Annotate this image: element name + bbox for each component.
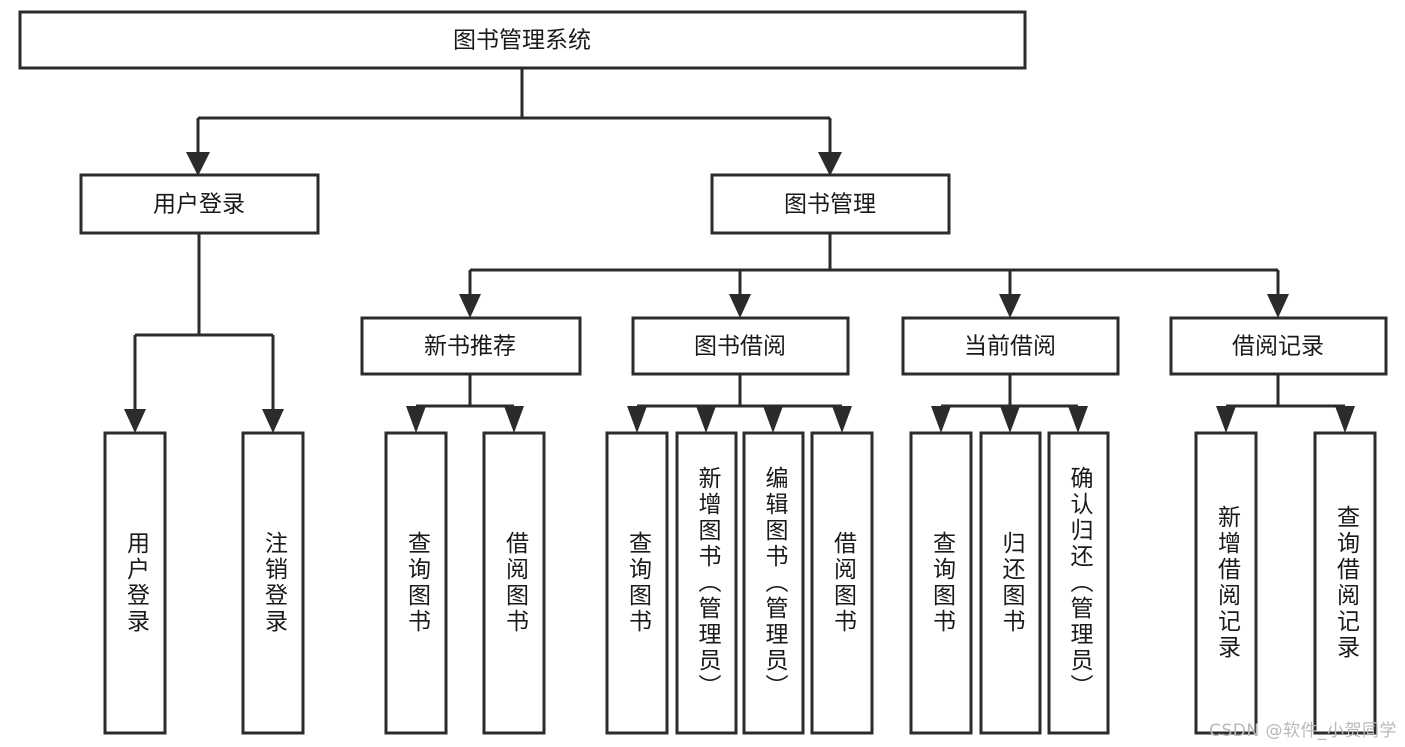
connectors-book-borrow-to-leaves <box>627 374 852 433</box>
leaf-box-add-book[interactable] <box>675 431 738 735</box>
arrowhead-book-manage <box>818 152 842 176</box>
leaf-box-query-book-2[interactable] <box>605 431 669 735</box>
arrowhead-leaf-add-record <box>1216 406 1236 433</box>
node-root-box[interactable] <box>18 10 1027 70</box>
leaf-box-query-book-3[interactable] <box>909 431 973 735</box>
leaf-box-logout[interactable] <box>241 431 305 735</box>
arrowhead-leaf-borrow-book-1 <box>504 406 524 433</box>
connectors-user-login-to-leaves <box>124 233 284 433</box>
arrowhead-leaf-edit-book <box>763 406 783 433</box>
leaf-boxes-user-login <box>103 431 305 735</box>
node-new-book-recommend-box[interactable] <box>360 316 582 376</box>
csdn-watermark: CSDN @软件_小贺同学 <box>1209 721 1397 741</box>
node-book-manage[interactable]: 图书管理 <box>710 173 951 235</box>
arrowhead-leaf-confirm-return <box>1068 406 1088 433</box>
node-user-login-label: 用户登录 <box>153 192 245 218</box>
arrowhead-leaf-add-book <box>696 406 716 433</box>
leaf-box-borrow-book-2[interactable] <box>810 431 874 735</box>
leaf-box-return-book[interactable] <box>979 431 1042 735</box>
arrowhead-leaf-query-record <box>1335 406 1355 433</box>
arrowhead-leaf-query-book-3 <box>931 406 951 433</box>
node-book-borrow-label: 图书借阅 <box>694 334 786 360</box>
leaf-boxes-new-book-recommend <box>384 431 546 735</box>
connectors-book-manage-to-level3 <box>459 233 1289 318</box>
node-book-borrow[interactable]: 图书借阅 <box>631 316 850 376</box>
leaf-box-borrow-book-1[interactable] <box>482 431 546 735</box>
connectors-current-borrow-to-leaves <box>931 374 1088 433</box>
leaf-boxes-book-borrow <box>605 431 874 735</box>
arrowhead-user-login <box>186 152 210 176</box>
connectors-borrow-record-to-leaves <box>1216 374 1355 433</box>
node-book-manage-box[interactable] <box>710 173 951 235</box>
arrowhead-new-book <box>459 294 481 318</box>
arrowhead-leaf-return-book <box>1000 406 1020 433</box>
connectors-root-to-level2 <box>186 68 842 176</box>
leaf-box-query-book-1[interactable] <box>384 431 448 735</box>
node-user-login[interactable]: 用户登录 <box>79 173 320 235</box>
arrowhead-borrow-record <box>1267 294 1289 318</box>
arrowhead-leaf-user-login <box>124 409 146 433</box>
node-borrow-record-label: 借阅记录 <box>1232 334 1324 360</box>
leaf-box-user-login[interactable] <box>103 431 167 735</box>
node-new-book-recommend[interactable]: 新书推荐 <box>360 316 582 376</box>
arrowhead-leaf-logout <box>262 409 284 433</box>
arrowhead-book-borrow <box>729 294 751 318</box>
leaf-boxes-current-borrow <box>909 431 1110 735</box>
leaf-box-add-record[interactable] <box>1194 431 1258 735</box>
arrowhead-leaf-query-book-1 <box>406 406 426 433</box>
node-current-borrow[interactable]: 当前借阅 <box>901 316 1120 376</box>
node-borrow-record[interactable]: 借阅记录 <box>1169 316 1388 376</box>
node-current-borrow-label: 当前借阅 <box>964 334 1056 360</box>
leaf-box-confirm-return[interactable] <box>1047 431 1110 735</box>
leaf-boxes-borrow-record <box>1194 431 1377 735</box>
node-book-borrow-box[interactable] <box>631 316 850 376</box>
node-root-label: 图书管理系统 <box>453 28 591 54</box>
node-borrow-record-box[interactable] <box>1169 316 1388 376</box>
arrowhead-leaf-query-book-2 <box>627 406 647 433</box>
node-root[interactable]: 图书管理系统 <box>18 10 1027 70</box>
arrowhead-current-borrow <box>999 294 1021 318</box>
arrowhead-leaf-borrow-book-2 <box>832 406 852 433</box>
leaf-box-edit-book[interactable] <box>742 431 805 735</box>
leaf-box-query-record[interactable] <box>1313 431 1377 735</box>
node-current-borrow-box[interactable] <box>901 316 1120 376</box>
node-book-manage-label: 图书管理 <box>784 192 876 218</box>
connectors-new-book-to-leaves <box>406 374 524 433</box>
node-user-login-box[interactable] <box>79 173 320 235</box>
node-new-book-recommend-label: 新书推荐 <box>424 334 516 360</box>
